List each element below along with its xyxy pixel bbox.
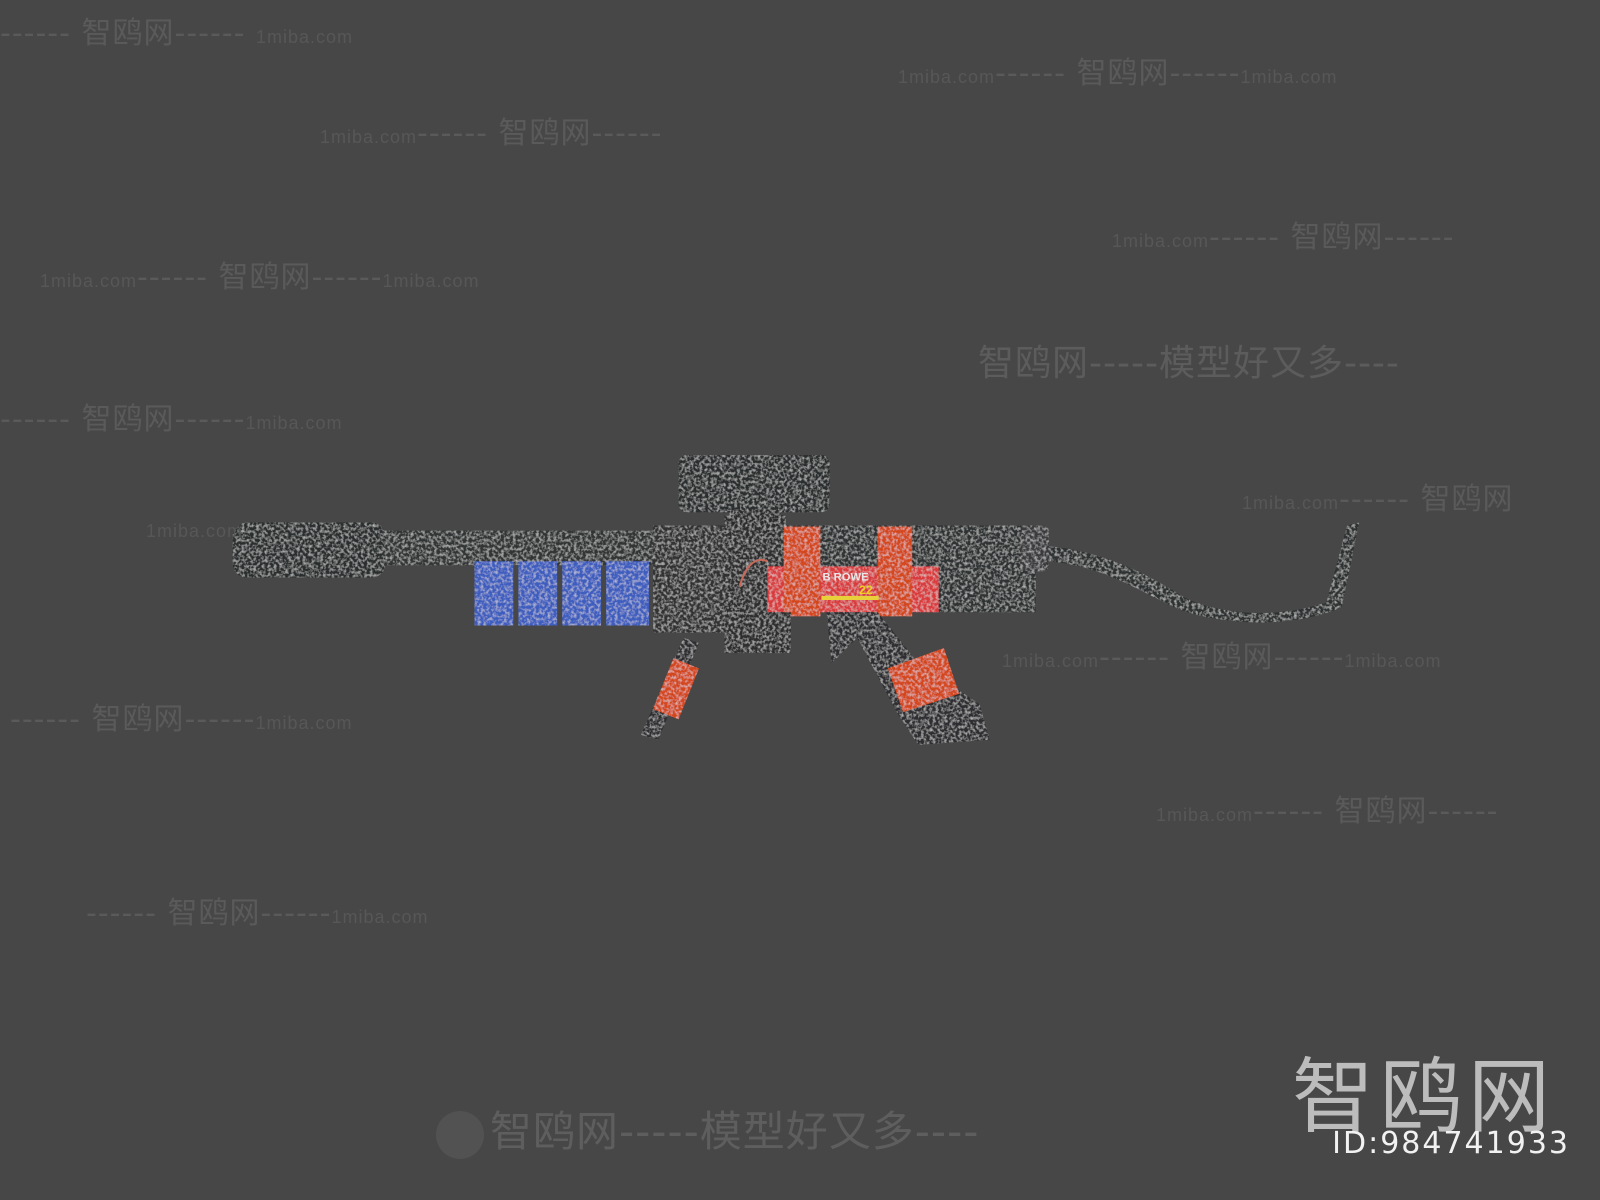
watermark: 1miba.com------ 智鸥网------	[320, 116, 663, 151]
watermark: 1miba.com------ 智鸥网------	[1112, 220, 1455, 255]
scope-mount	[729, 510, 781, 526]
front-leg-tape	[653, 658, 699, 720]
grip-tape	[887, 647, 960, 713]
watermark: 1miba.com------ 智鸥网------1miba.com	[898, 56, 1338, 91]
watermark: ------ 智鸥网------1miba.com	[10, 702, 353, 737]
stock-wire	[1045, 522, 1360, 623]
watermark: 1miba.com------ 智鸥网	[1242, 482, 1514, 517]
watermark-slogan: 智鸥网-----模型好又多----	[978, 343, 1400, 384]
scope	[678, 455, 830, 513]
watermark-slogan-bottom: 智鸥网-----模型好又多----	[436, 1098, 979, 1159]
label-stripe	[821, 595, 879, 600]
watermark: 1miba.com	[146, 521, 244, 541]
suppressor	[232, 522, 386, 578]
watermark: 1miba.com------ 智鸥网------1miba.com	[1002, 640, 1442, 675]
watermark: ------ 智鸥网------ 1miba.com	[0, 16, 354, 51]
stock-collar	[1020, 525, 1049, 572]
bird-logo-icon	[436, 1110, 484, 1159]
magazine	[474, 561, 649, 626]
wire	[738, 558, 768, 587]
tape-strap	[877, 526, 913, 617]
brand-logo: 智鸥网	[1291, 1050, 1556, 1145]
watermark: ------ 智鸥网------1miba.com	[0, 402, 343, 437]
watermark: ------ 智鸥网------1miba.com	[86, 896, 429, 931]
label-number: 22	[859, 583, 873, 597]
label-text: B ROWE	[822, 572, 869, 584]
watermark: 1miba.com------ 智鸥网------1miba.com	[40, 260, 480, 295]
guard-block	[724, 612, 791, 654]
tape-strap	[783, 526, 821, 617]
watermark: 1miba.com------ 智鸥网------	[1156, 794, 1499, 829]
model-id: ID:984741933	[1332, 1126, 1570, 1161]
barrel	[382, 530, 669, 566]
receiver-front	[653, 525, 730, 633]
